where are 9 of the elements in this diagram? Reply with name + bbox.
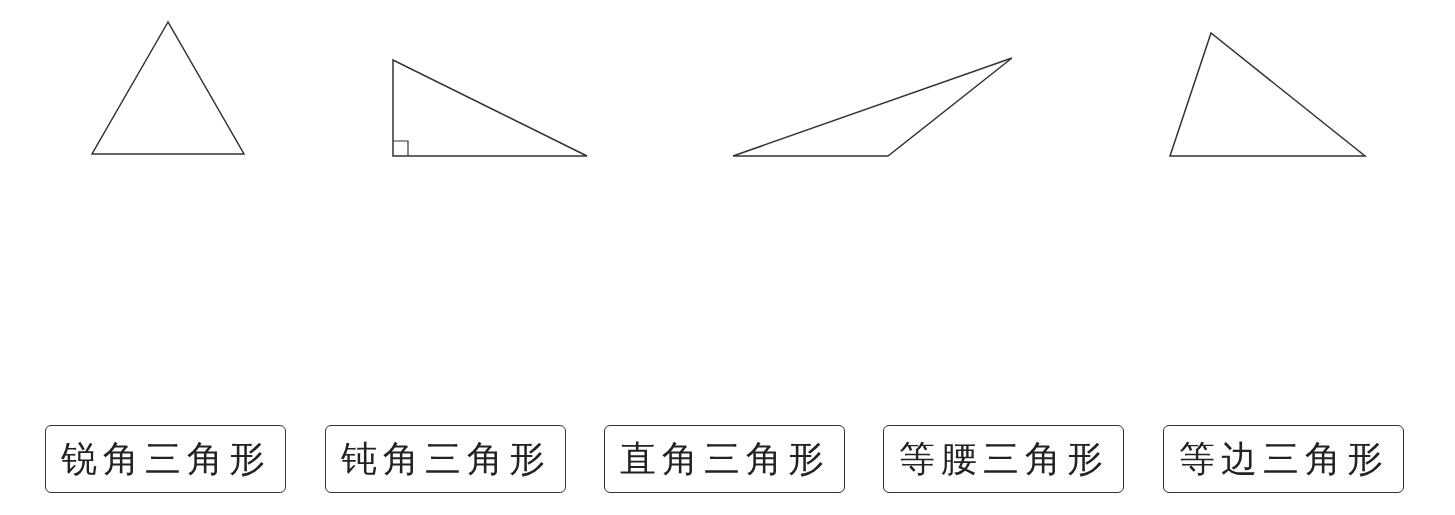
label-card: 锐角三角形 xyxy=(45,425,286,493)
triangle-drawing xyxy=(731,56,1014,158)
label-card: 等边三角形 xyxy=(1163,425,1404,493)
triangle-drawing xyxy=(391,58,589,158)
label-card: 直角三角形 xyxy=(604,425,845,493)
label-card: 钝角三角形 xyxy=(325,425,566,493)
triangle-drawing xyxy=(90,20,246,156)
triangle-drawing xyxy=(1168,31,1367,158)
label-card: 等腰三角形 xyxy=(883,425,1124,493)
